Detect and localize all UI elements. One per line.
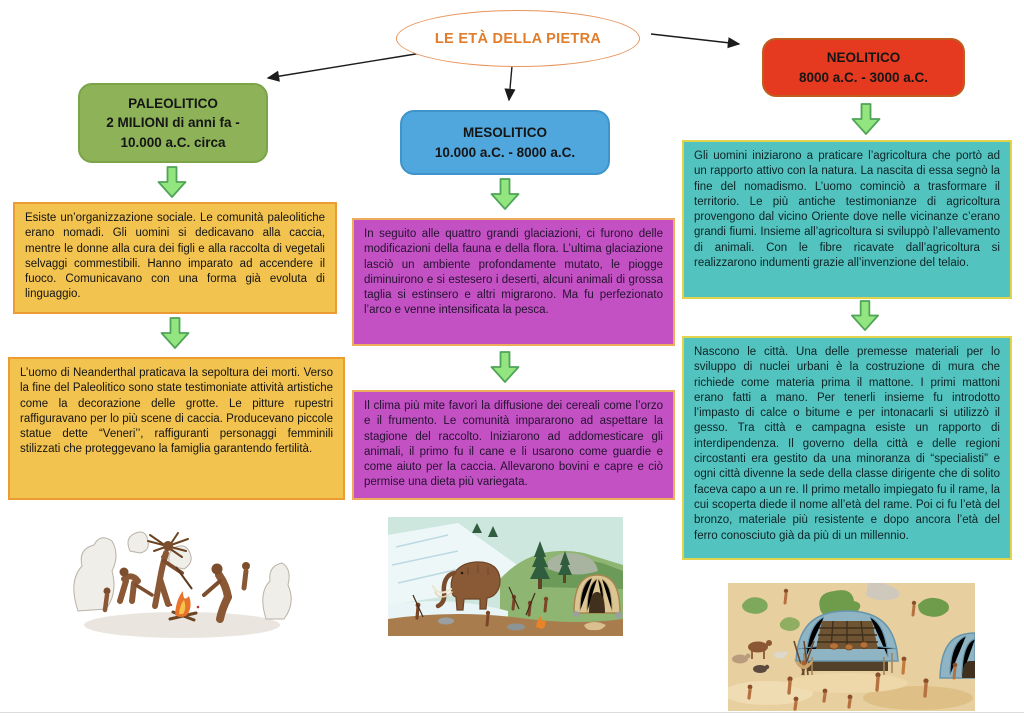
- stage-box-mesolitico: MESOLITICO 10.000 a.C. - 8000 a.C.: [400, 110, 610, 175]
- stage-period-mesolitico: 10.000 a.C. - 8000 a.C.: [434, 144, 576, 160]
- stage-name-mesolitico: MESOLITICO: [463, 124, 547, 140]
- stage-name-neolitico: NEOLITICO: [826, 49, 901, 65]
- note-mesolitico-glaciations: In seguito alle quattro grandi glaciazio…: [352, 218, 675, 346]
- note-paleolitico-culture: L’uomo di Neanderthal praticava la sepol…: [8, 357, 345, 500]
- down-arrow-icon: [851, 103, 881, 135]
- page-bottom-edge: [0, 712, 1024, 713]
- note-paleolitico-society: Esiste un’organizzazione sociale. Le com…: [13, 202, 337, 314]
- down-arrow-icon: [160, 317, 190, 349]
- note-neolitico-cities: Nascono le città. Una delle premesse mat…: [682, 336, 1012, 560]
- down-arrow-icon: [490, 351, 520, 383]
- title-ellipse: LE ETÀ DELLA PIETRA: [396, 10, 640, 67]
- down-arrow-icon: [490, 178, 520, 210]
- connector-arrow-neolitico: [650, 33, 741, 49]
- stage-period-paleolitico-line1: 2 MILIONI di anni fa -: [106, 115, 240, 131]
- note-mesolitico-climate: Il clima più mite favorì la diffusione d…: [352, 390, 675, 500]
- stage-period-neolitico: 8000 a.C. - 3000 a.C.: [798, 69, 929, 85]
- page-title: LE ETÀ DELLA PIETRA: [434, 30, 602, 47]
- stage-box-neolitico: NEOLITICO 8000 a.C. - 3000 a.C.: [762, 38, 965, 97]
- stage-box-paleolitico: PALEOLITICO 2 MILIONI di anni fa - 10.00…: [78, 83, 268, 163]
- note-neolitico-agriculture: Gli uomini iniziarono a praticare l’agri…: [682, 140, 1012, 299]
- stage-period-paleolitico-line2: 10.000 a.C. circa: [120, 134, 226, 150]
- down-arrow-icon: [157, 166, 187, 198]
- mammoth-hunt-image: [388, 517, 623, 636]
- connector-arrow-mesolitico: [504, 65, 516, 102]
- stage-name-paleolitico: PALEOLITICO: [128, 95, 218, 111]
- connector-arrow-paleolitico: [266, 50, 435, 82]
- down-arrow-icon: [851, 300, 879, 331]
- paleolithic-campfire-image: [70, 511, 295, 644]
- neolithic-village-image: [728, 583, 975, 711]
